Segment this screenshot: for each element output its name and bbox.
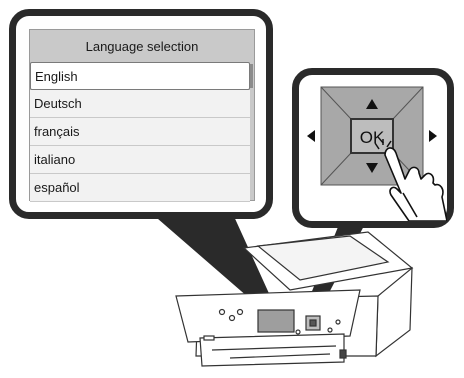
left-arrow-button[interactable] xyxy=(307,130,315,142)
ok-label: OK xyxy=(360,128,385,147)
down-arrow-button[interactable] xyxy=(366,163,378,173)
language-option-deutsch[interactable]: Deutsch xyxy=(30,90,250,118)
screen-callout: Language selection English Deutsch franç… xyxy=(9,9,273,219)
language-option-francais[interactable]: français xyxy=(30,118,250,146)
press-indicator-icon xyxy=(374,139,392,150)
up-arrow-button[interactable] xyxy=(366,99,378,109)
hand-icon xyxy=(384,147,447,221)
screen-title: Language selection xyxy=(85,38,199,54)
printer xyxy=(175,231,414,367)
lcd-screen: Language selection English Deutsch franç… xyxy=(29,29,255,202)
language-option-espanol[interactable]: español xyxy=(30,174,250,202)
list-scrollbar[interactable] xyxy=(250,64,253,88)
language-option-italiano[interactable]: italiano xyxy=(30,146,250,174)
language-list: English Deutsch français italiano españo… xyxy=(30,62,250,202)
printer-lcd xyxy=(257,309,295,333)
ok-button[interactable] xyxy=(350,118,394,154)
right-arrow-button[interactable] xyxy=(429,130,437,142)
screen-pointer-wedge xyxy=(150,212,272,304)
language-option-english[interactable]: English xyxy=(30,62,250,90)
keypad-callout: OK xyxy=(292,68,454,228)
